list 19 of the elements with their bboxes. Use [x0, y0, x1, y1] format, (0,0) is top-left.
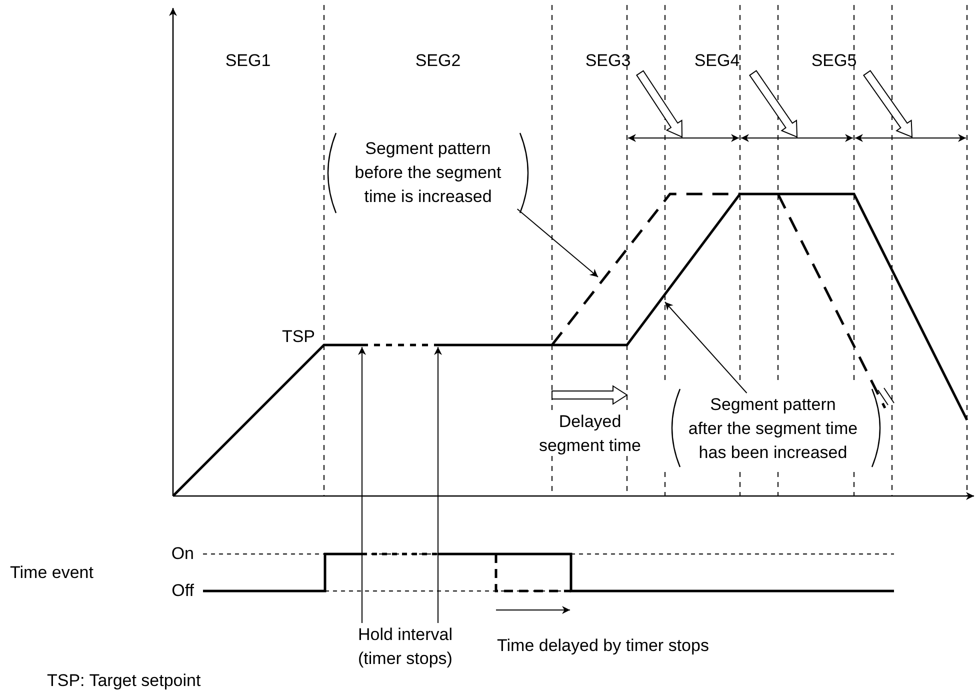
callout-text: Hold interval (timer stops): [358, 623, 483, 671]
leader-line: [358, 346, 366, 624]
label-text: SEG5: [810, 50, 858, 72]
label-text: TSP: Target setpoint: [47, 670, 202, 692]
callout-text: Segment pattern before the segment time is increased: [333, 137, 523, 209]
label-text: Off: [170, 580, 194, 602]
label-text: Time event: [10, 562, 94, 584]
label-text: Delayed segment time: [538, 411, 642, 457]
label-text: Time delayed by timer stops: [497, 635, 710, 657]
leader-line: [434, 346, 442, 624]
label-text: SEG2: [414, 50, 462, 72]
callout-text: Segment pattern after the segment time has been increased: [668, 393, 878, 465]
label-text: SEG4: [693, 50, 741, 72]
label-text: TSP: [280, 326, 315, 348]
leader-line: [516, 208, 598, 278]
label-text: SEG3: [584, 50, 632, 72]
label-text: On: [170, 543, 194, 565]
label-text: SEG1: [224, 50, 272, 72]
leader-line: [664, 302, 748, 394]
